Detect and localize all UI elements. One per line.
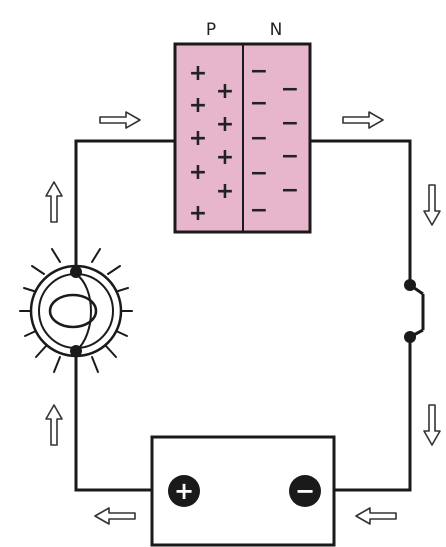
- wire-top-right: [310, 139, 412, 285]
- electron-charge: −: [281, 144, 299, 169]
- hole-charge: +: [216, 145, 234, 170]
- arrow-down-icon: [423, 184, 441, 226]
- arrow-left-icon: [355, 507, 397, 525]
- switch-contact-bottom: [404, 331, 416, 343]
- battery-positive-terminal: [168, 475, 200, 507]
- arrow-up-icon: [45, 404, 63, 446]
- hole-charge: +: [189, 126, 207, 151]
- electron-charge: −: [250, 126, 268, 151]
- battery-icon: + −: [150, 435, 336, 547]
- hole-charge: +: [216, 112, 234, 137]
- electron-charge: −: [250, 161, 268, 186]
- wire-left-lower: [74, 351, 170, 492]
- wire-top-left: [74, 139, 175, 271]
- electron-charge: −: [250, 198, 268, 223]
- electron-charge: −: [281, 178, 299, 203]
- arrow-right-icon: [342, 111, 384, 129]
- battery-negative-sign: −: [295, 477, 315, 505]
- switch-contact-top: [404, 279, 416, 291]
- pn-junction: P N + + + + + + + + + − − − − − − − − −: [173, 20, 312, 234]
- electron-charge: −: [281, 111, 299, 136]
- bulb-glass-outer: [29, 264, 123, 358]
- n-region-electrons: − − − − − − − − −: [250, 59, 299, 223]
- arrow-right-icon: [99, 111, 141, 129]
- electron-charge: −: [250, 91, 268, 116]
- hole-charge: +: [189, 93, 207, 118]
- p-region-holes: + + + + + + + + +: [189, 61, 234, 226]
- arrow-left-icon: [94, 507, 136, 525]
- electron-charge: −: [281, 77, 299, 102]
- current-direction-arrows: [45, 111, 441, 525]
- hole-charge: +: [189, 61, 207, 86]
- bulb-filament: [48, 293, 98, 329]
- battery-positive-sign: +: [174, 477, 194, 505]
- light-bulb-icon: [19, 243, 133, 378]
- battery-negative-terminal: [289, 475, 321, 507]
- bulb-terminal-top: [70, 266, 82, 278]
- n-region-label: N: [270, 20, 283, 40]
- filament-lead: [75, 273, 92, 352]
- arrow-down-icon: [423, 404, 441, 446]
- wire-right-lower: [320, 337, 412, 492]
- hole-charge: +: [189, 201, 207, 226]
- arrow-up-icon: [45, 181, 63, 223]
- electron-charge: −: [250, 59, 268, 84]
- p-region-label: P: [206, 20, 216, 40]
- hole-charge: +: [189, 160, 207, 185]
- bulb-terminal-bottom: [70, 345, 82, 357]
- closed-switch-icon: [404, 279, 425, 343]
- hole-charge: +: [216, 179, 234, 204]
- circuit-wires: [74, 139, 412, 492]
- hole-charge: +: [216, 79, 234, 104]
